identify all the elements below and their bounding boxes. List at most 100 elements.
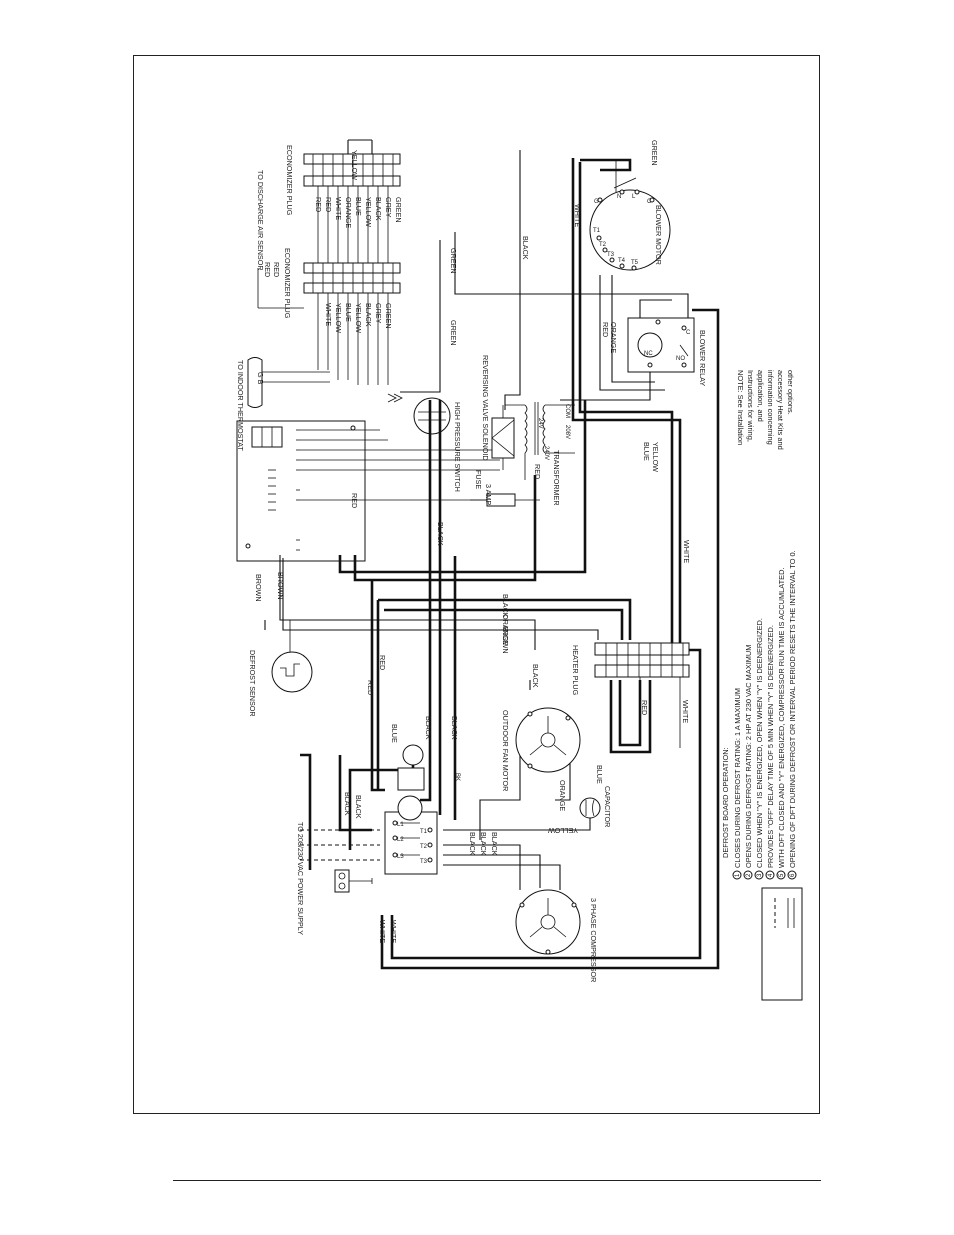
label-outdoor-fan: OUTDOOR FAN MOTOR bbox=[501, 710, 510, 791]
defrost-item-number: 2 bbox=[746, 873, 752, 877]
label-black-long: BLACK bbox=[501, 594, 510, 618]
label-motor-t4: T4 bbox=[618, 258, 626, 264]
right-plug-wire-label: BLUE bbox=[354, 197, 363, 216]
label-yellow-top: YELLOW bbox=[350, 150, 359, 180]
three-phase-compressor bbox=[515, 889, 581, 955]
label-motor-n: N bbox=[617, 194, 621, 200]
label-relay-c: C bbox=[686, 330, 691, 336]
label-capacitor: CAPACITOR bbox=[603, 786, 612, 827]
power-supply-leads bbox=[300, 829, 380, 893]
left-plug-wire-label: GREY bbox=[374, 303, 383, 324]
note-line: other options. bbox=[786, 370, 795, 415]
label-compressor: 3 PHASE COMPRESSOR bbox=[589, 898, 598, 982]
label-term-t2: T2 bbox=[420, 844, 428, 850]
defrost-item-text: OPENING OF DFT DURING DEFROST OR INTERVA… bbox=[788, 550, 797, 868]
label-motor-l: L bbox=[632, 194, 636, 200]
label-3amp: 3 AMP bbox=[484, 484, 493, 505]
label-motor-t1: T1 bbox=[593, 228, 601, 234]
defrost-item-marker bbox=[765, 870, 775, 880]
right-plug-wire-label: GREY bbox=[384, 197, 393, 218]
black-compressor-label: BLACK bbox=[479, 832, 488, 856]
red-orange-blower-label: RED bbox=[601, 322, 610, 337]
right-plug-wire-label: YELLOW bbox=[364, 197, 373, 227]
label-motor-c: C bbox=[647, 199, 652, 205]
defrost-sensor bbox=[271, 620, 313, 693]
defrost-item-text: PROVIDES "OFF" DELAY TIME OF 5 MIN WHEN … bbox=[766, 625, 775, 868]
left-plug-wire-label: GREEN bbox=[384, 303, 393, 329]
blue-yellow-label: YELLOW bbox=[651, 442, 660, 472]
label-black-defrost: BLACK bbox=[436, 522, 445, 546]
label-term-t1: T1 bbox=[420, 829, 428, 835]
heater-plug bbox=[594, 642, 690, 748]
label-term-l1: L1 bbox=[397, 822, 404, 828]
footer-rule bbox=[173, 1180, 821, 1181]
red-orange-blower-label: ORANGE bbox=[609, 322, 618, 353]
contactor bbox=[384, 811, 438, 875]
red-left-label: RED bbox=[272, 262, 281, 277]
label-blue-cap: BLUE bbox=[595, 765, 604, 784]
wiring-harness bbox=[264, 150, 720, 970]
defrost-board bbox=[236, 420, 500, 562]
rotated-labels: YELLOW ECONOMIZER PLUG TO DISCHARGE AIR … bbox=[236, 140, 707, 982]
label-black-fan: BLACK bbox=[531, 664, 540, 688]
defrost-item-text: CLOSES DURING DEFROST RATING: 1 A MAXIMU… bbox=[733, 688, 742, 868]
label-term-t3: T3 bbox=[420, 859, 428, 865]
label-white-comp2: WHITE bbox=[389, 920, 398, 943]
defrost-item-text: WITH DFT CLOSED AND "Y" ENERGIZED, COMPR… bbox=[777, 568, 786, 869]
label-black-v1: BLACK bbox=[424, 716, 433, 740]
right-plug-wire-label: RED bbox=[324, 197, 333, 212]
label-208v: 208V bbox=[564, 425, 570, 439]
defrost-item-number: 3 bbox=[757, 873, 763, 877]
label-brown-a: BROWN bbox=[254, 574, 263, 602]
left-plug-wire-label: BLACK bbox=[364, 303, 373, 327]
label-white-heater: WHITE bbox=[681, 700, 690, 723]
diagram-frame bbox=[133, 55, 820, 1114]
label-relay-nc: NC bbox=[644, 351, 653, 357]
label-black-v2: BLACK bbox=[450, 716, 459, 740]
label-24v: 24V bbox=[537, 418, 543, 429]
black-compressor-label: BLACK bbox=[490, 832, 499, 856]
right-plug-wire-label: GREEN bbox=[394, 197, 403, 223]
label-blue-v: BLUE bbox=[390, 724, 399, 743]
transformer bbox=[505, 402, 575, 480]
label-reversing-valve: REVERSING VALVE SOLENOID bbox=[481, 355, 490, 461]
right-plug-wire-label: BLACK bbox=[374, 197, 383, 221]
label-green-b: GREEN bbox=[449, 248, 458, 274]
label-com: COM bbox=[564, 404, 570, 418]
legend bbox=[761, 887, 803, 1001]
label-transformer: TRANSFORMER bbox=[552, 450, 561, 506]
label-high-pressure: HIGH PRESSURE SWITCH bbox=[453, 402, 462, 492]
label-blower-motor: BLOWER MOTOR bbox=[654, 205, 663, 265]
label-power-supply: TO 208/230 VAC POWER SUPPLY bbox=[296, 822, 305, 935]
label-term-l3: L3 bbox=[397, 854, 404, 860]
label-term-l2: L2 bbox=[397, 837, 404, 843]
label-black-ctr1: BLACK bbox=[343, 792, 352, 816]
defrost-item-marker bbox=[732, 870, 742, 880]
defrost-item-number: 4 bbox=[768, 873, 774, 877]
label-green-a: GREEN bbox=[449, 320, 458, 346]
note-line: information concerning bbox=[766, 370, 775, 445]
label-240v: 240V bbox=[543, 446, 549, 460]
left-plug-wire-label: BLUE bbox=[344, 303, 353, 322]
economizer-plug-right bbox=[303, 139, 401, 187]
economizer-plug-left bbox=[303, 262, 401, 294]
left-plug-wire-label: WHITE bbox=[324, 303, 333, 326]
defrost-item-marker bbox=[776, 870, 786, 880]
right-plug-wire-label: ORANGE bbox=[344, 197, 353, 228]
outdoor-fan-motor bbox=[515, 707, 581, 773]
label-motor-g: G bbox=[594, 199, 599, 205]
label-red-v2: RED bbox=[378, 655, 387, 670]
label-green-blower: GREEN bbox=[650, 140, 659, 166]
label-thermostat: TO INDOOR THERMOSTAT bbox=[236, 360, 245, 452]
label-red-v1: RED bbox=[366, 680, 375, 695]
defrost-item-number: 5 bbox=[779, 873, 785, 877]
note-line: accessory Heat Kits and bbox=[776, 370, 785, 450]
contactor-coil bbox=[397, 744, 425, 821]
blower-motor bbox=[589, 159, 671, 271]
